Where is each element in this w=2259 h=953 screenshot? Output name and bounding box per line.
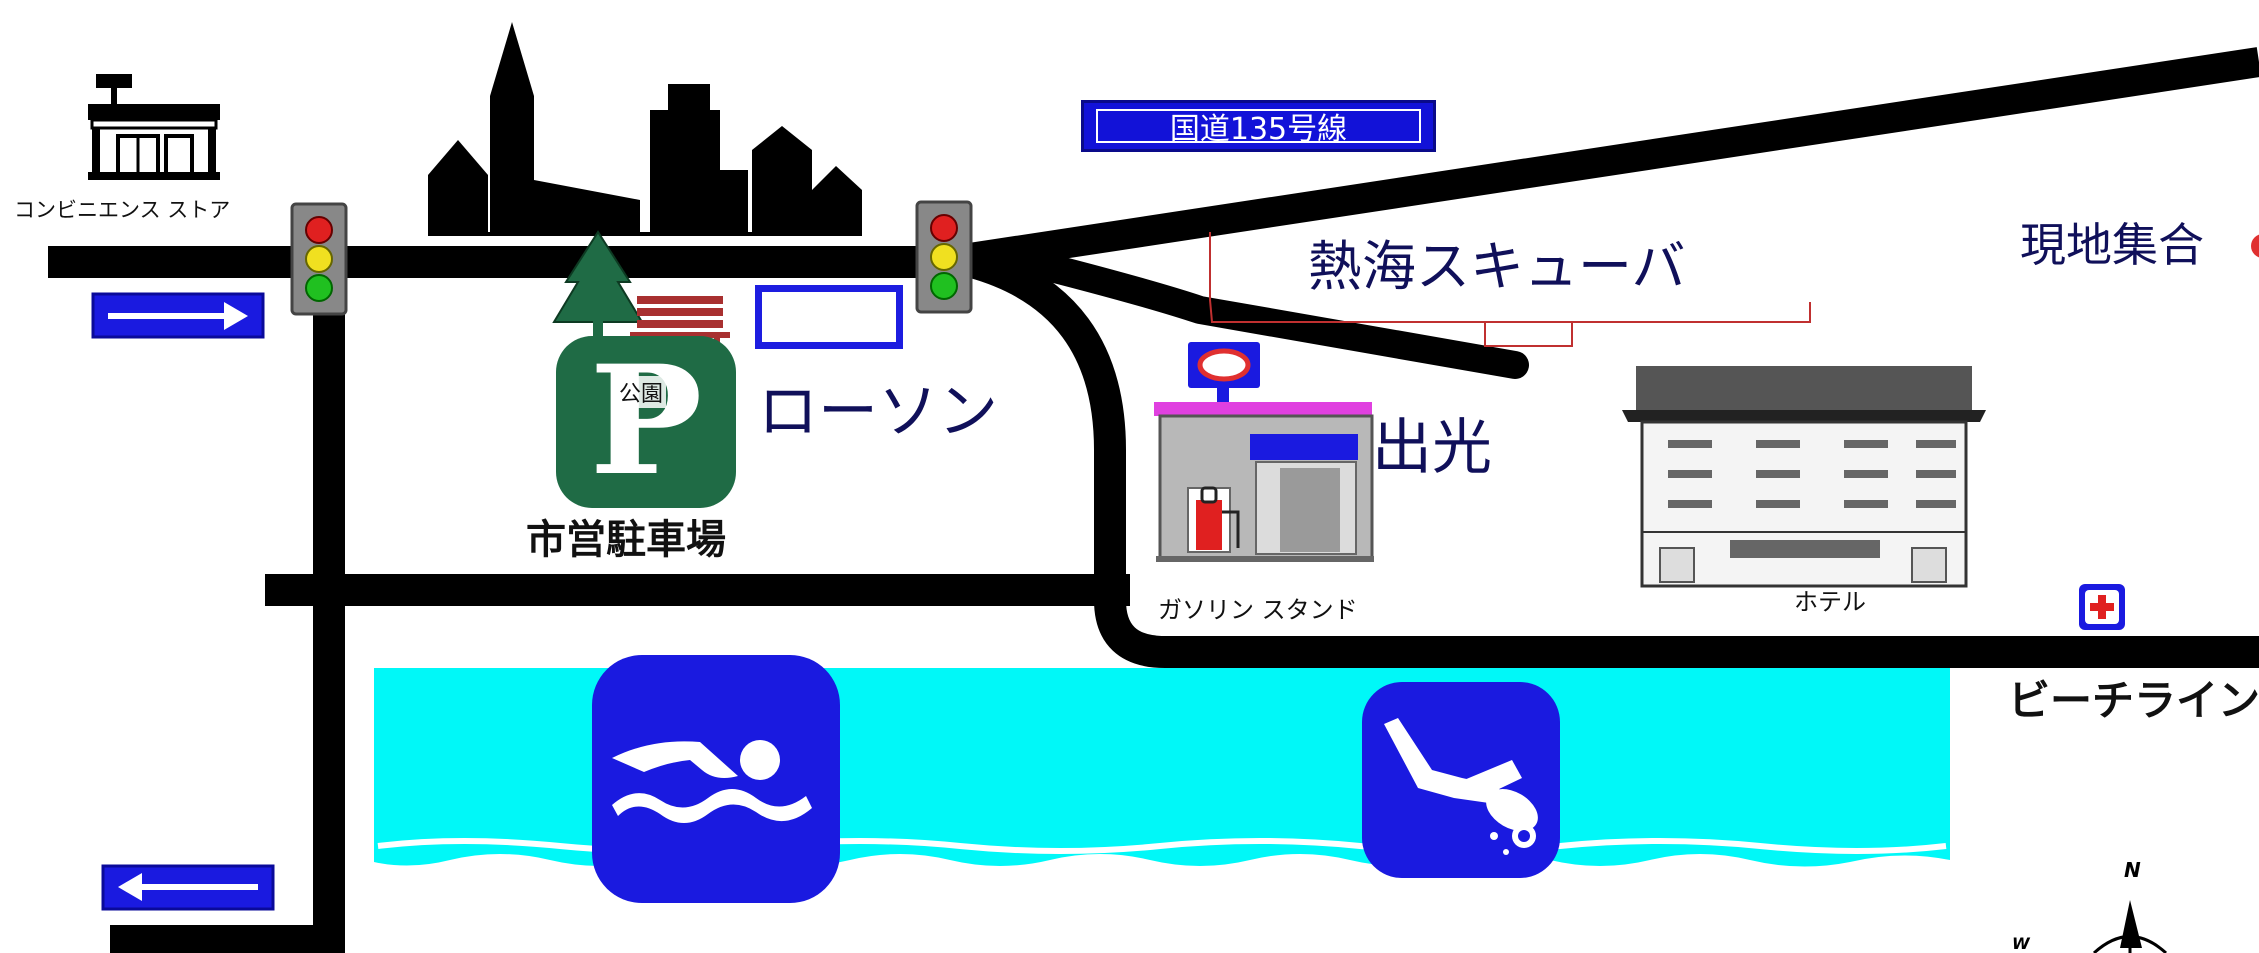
direction-arrow-right bbox=[91, 292, 265, 339]
first-aid-icon bbox=[2079, 584, 2125, 630]
hotel-label: ホテル bbox=[1794, 588, 1866, 616]
road-network bbox=[48, 47, 2259, 953]
municipal-parking-label: 市営駐車場 bbox=[526, 517, 726, 563]
parking-icon: P 公園 bbox=[556, 336, 736, 508]
tree-icon bbox=[552, 230, 644, 342]
idemitsu-label: 出光 bbox=[1372, 413, 1492, 483]
compass-north-label: N bbox=[2124, 858, 2141, 882]
atami-scuba-label: 熱海スキューバ bbox=[1308, 235, 1686, 298]
gas-station-label: ガソリン スタンド bbox=[1158, 596, 1358, 624]
route-135-sign: 国道135号線 bbox=[1081, 100, 1436, 152]
lawson-store-marker bbox=[755, 285, 903, 349]
lawson-label: ローソン bbox=[758, 377, 998, 447]
direction-arrow-left bbox=[101, 864, 275, 911]
route-135-label: 国道135号線 bbox=[1096, 109, 1421, 147]
swimming-icon bbox=[592, 655, 840, 903]
hotel-icon bbox=[1622, 366, 1986, 588]
convenience-store-label: コンビニエンス ストア bbox=[14, 198, 231, 222]
city-skyline-icon bbox=[428, 22, 862, 236]
parking-letter: P bbox=[589, 333, 703, 509]
park-label: 公園 bbox=[616, 376, 667, 408]
beach-line-label: ビーチライン bbox=[2008, 676, 2259, 725]
atami-scuba-callout bbox=[1209, 232, 1811, 347]
compass-west-label: W bbox=[2012, 934, 2030, 953]
convenience-store-icon bbox=[88, 74, 220, 180]
meeting-point-label: 現地集合 bbox=[2020, 218, 2204, 272]
traffic-light-icon bbox=[915, 200, 973, 314]
compass-icon bbox=[2092, 900, 2168, 953]
gas-station-icon bbox=[1154, 342, 1374, 562]
meeting-point-marker bbox=[2251, 234, 2259, 258]
traffic-light-icon bbox=[290, 202, 348, 316]
scuba-diving-icon bbox=[1362, 682, 1560, 878]
